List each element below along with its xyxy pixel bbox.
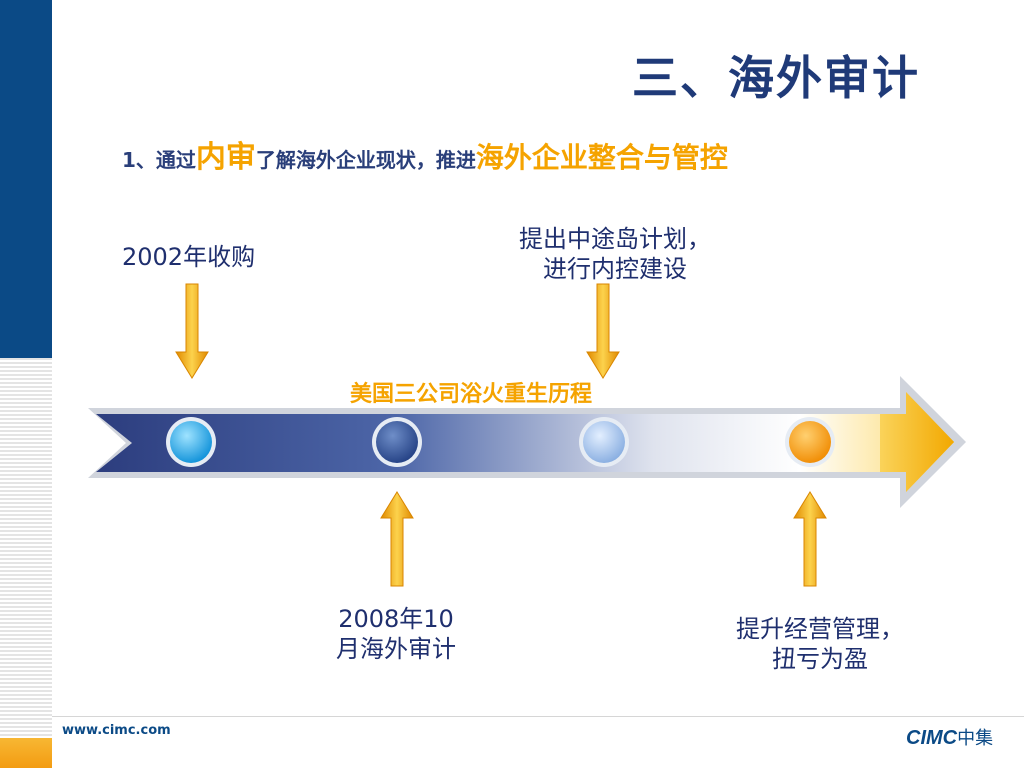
left-orange-block: [0, 738, 52, 768]
timeline-label: 美国三公司浴火重生历程: [350, 382, 593, 407]
page-title: 三、海外审计: [632, 51, 920, 105]
main-timeline-arrow: [88, 376, 966, 508]
up-arrow-icon: [793, 491, 827, 587]
down-arrow-icon: [175, 283, 209, 379]
subtitle-prefix: 1、通过: [122, 148, 196, 172]
event-overseas-audit-2008: 2008年10 月海外审计: [336, 605, 456, 663]
cimc-logo: CIMC中集: [906, 727, 994, 749]
event-turnaround: 提升经营管理， 扭亏为盈: [736, 615, 904, 673]
event-acquisition-2002: 2002年收购: [122, 243, 256, 271]
subtitle-highlight-integration: 海外企业整合与管控: [475, 141, 728, 174]
subtitle-middle: 了解海外企业现状，推进: [255, 148, 476, 172]
subtitle-highlight-internal-audit: 内审: [195, 140, 256, 175]
left-stripe-pattern: [0, 358, 52, 738]
footer-divider: [52, 716, 1024, 717]
footer-url-link[interactable]: www.cimc.com: [62, 723, 171, 738]
subtitle: 1、通过内审了解海外企业现状，推进海外企业整合与管控: [122, 132, 728, 176]
event-midway-plan: 提出中途岛计划， 进行内控建设: [519, 225, 711, 283]
up-arrow-icon: [380, 491, 414, 587]
left-accent-bar: [0, 0, 52, 358]
down-arrow-icon: [586, 283, 620, 379]
